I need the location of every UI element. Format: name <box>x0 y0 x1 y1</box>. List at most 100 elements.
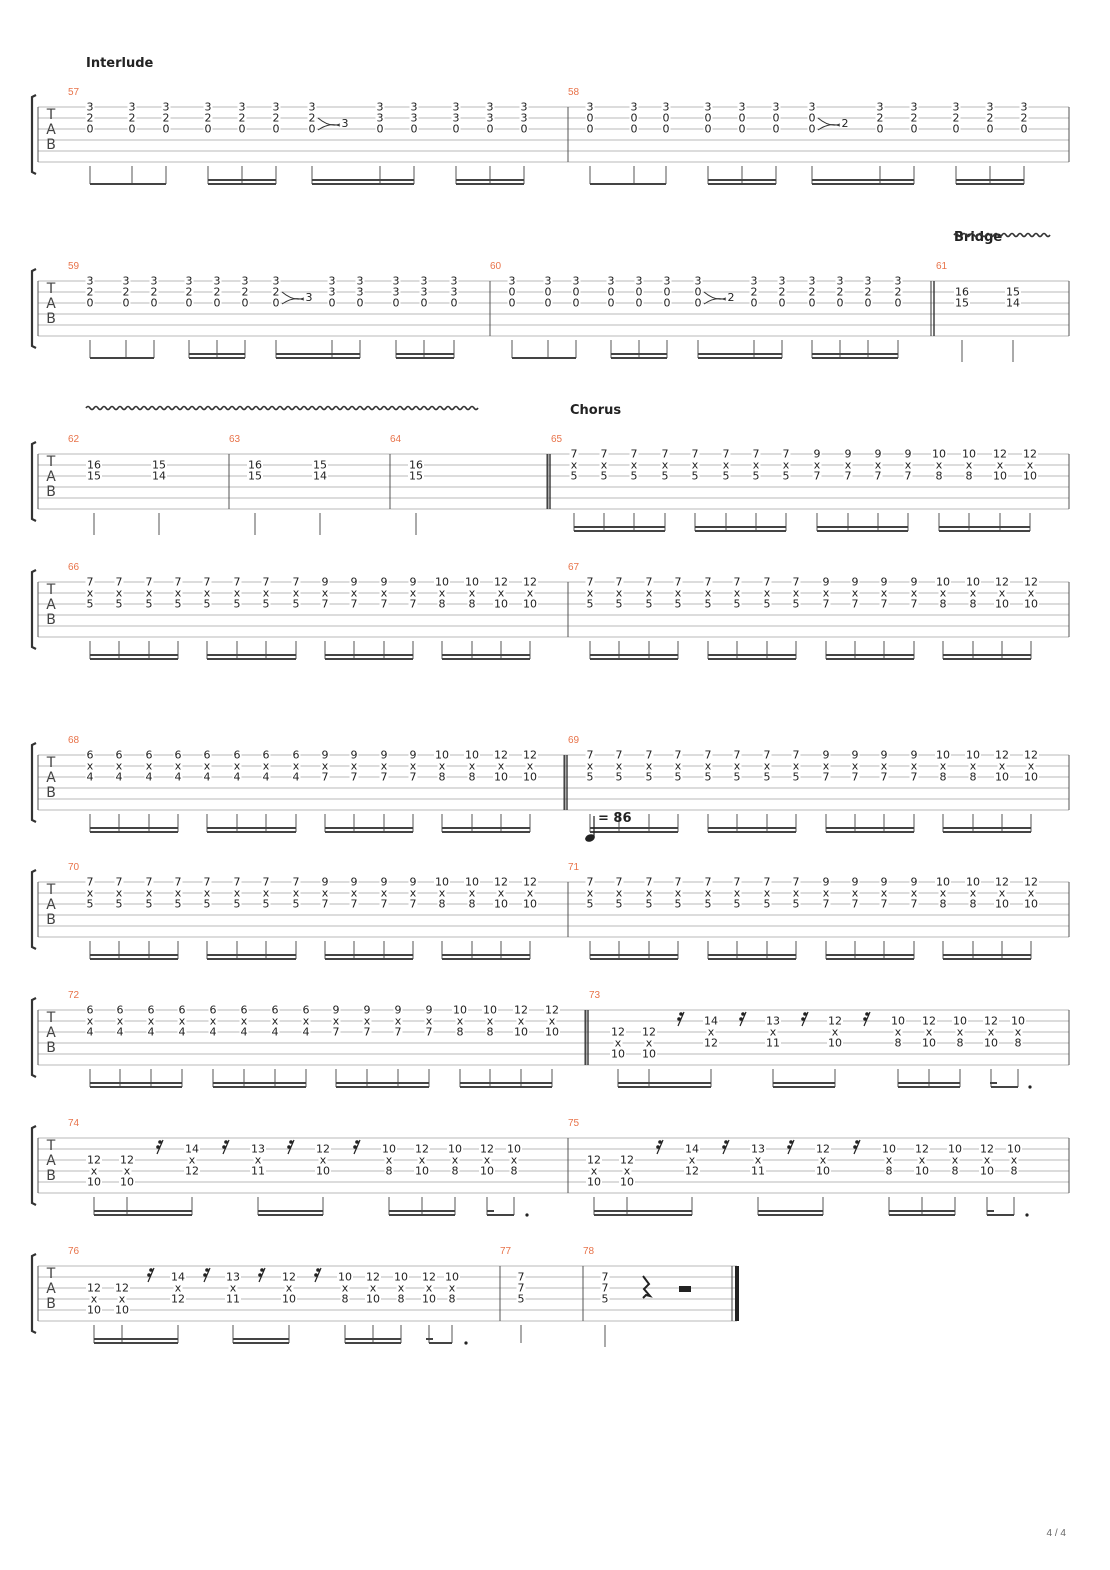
fret-number: 5 <box>646 771 653 784</box>
fret-number: 10 <box>966 749 980 762</box>
dead-note: x <box>364 1015 371 1028</box>
fret-mask <box>807 286 817 298</box>
fret-mask <box>807 275 817 287</box>
dead-note: x <box>398 1282 405 1295</box>
fret-mask <box>850 598 860 610</box>
fret-mask <box>349 749 359 761</box>
fret-mask <box>239 1015 249 1027</box>
fret-mask <box>732 587 742 599</box>
fret-mask <box>513 1026 529 1038</box>
fret-number: 3 <box>421 275 428 288</box>
fret-number: 7 <box>911 898 918 911</box>
fret-mask <box>202 898 212 910</box>
fret-number: 16 <box>87 459 101 472</box>
dead-note: x <box>705 887 712 900</box>
dead-note: x <box>793 760 800 773</box>
dead-note: x <box>591 1165 598 1178</box>
fret-mask <box>850 887 860 899</box>
fret-number: 10 <box>494 598 508 611</box>
fret-mask <box>240 286 250 298</box>
fret-number: 10 <box>995 598 1009 611</box>
fret-number: 10 <box>435 749 449 762</box>
sixteenth-rest <box>739 1011 747 1027</box>
dead-note: x <box>852 887 859 900</box>
section-label: Interlude <box>86 56 154 71</box>
fret-number: 10 <box>523 898 537 911</box>
fret-mask <box>544 1004 560 1016</box>
dead-note: x <box>410 760 417 773</box>
fret-number: 10 <box>366 1293 380 1306</box>
fret-number: 0 <box>636 286 643 299</box>
fret-mask <box>408 576 418 588</box>
fret-number: 12 <box>87 1154 101 1167</box>
dead-note: x <box>498 587 505 600</box>
sixteenth-rest <box>801 1011 809 1027</box>
dead-note: x <box>952 1154 959 1167</box>
fret-number: 2 <box>214 286 221 299</box>
fret-mask <box>873 470 883 482</box>
bar-number: 76 <box>68 1246 80 1257</box>
fret-mask <box>151 459 167 471</box>
fret-mask <box>121 297 131 309</box>
fret-mask <box>327 286 337 298</box>
fret-mask <box>544 1026 560 1038</box>
fret-number: 0 <box>393 297 400 310</box>
fret-mask <box>751 459 761 471</box>
fret-number: 0 <box>837 297 844 310</box>
fret-mask <box>408 898 418 910</box>
fret-mask <box>606 286 616 298</box>
rest-dot <box>158 1140 162 1144</box>
rest-dot <box>222 1145 226 1149</box>
fret-mask <box>762 749 772 761</box>
fret-number: 0 <box>521 123 528 136</box>
fret-mask <box>467 771 477 783</box>
fret-number: 0 <box>273 123 280 136</box>
fret-mask <box>85 123 95 135</box>
fret-mask <box>985 112 995 124</box>
fret-mask <box>408 749 418 761</box>
fret-mask <box>703 576 713 588</box>
fret-number: 3 <box>695 275 702 288</box>
fret-mask <box>434 576 450 588</box>
fret-mask <box>184 1165 200 1177</box>
duration-dot <box>1028 1085 1032 1089</box>
fret-mask <box>850 587 860 599</box>
fret-mask <box>161 112 171 124</box>
fret-number: 9 <box>911 749 918 762</box>
fret-mask <box>732 887 742 899</box>
dead-note: x <box>705 587 712 600</box>
fret-number: 2 <box>163 112 170 125</box>
dead-note: x <box>793 887 800 900</box>
fret-number: 0 <box>779 297 786 310</box>
fret-mask <box>121 286 131 298</box>
rest-dot <box>656 1145 660 1149</box>
rest-dot <box>289 1140 293 1144</box>
fret-mask <box>909 576 919 588</box>
fret-number: 0 <box>809 297 816 310</box>
fret-mask <box>610 1026 626 1038</box>
fret-number: 3 <box>411 101 418 114</box>
fret-number: 7 <box>881 771 888 784</box>
rest-dot <box>789 1140 793 1144</box>
fret-number: 0 <box>663 112 670 125</box>
fret-mask <box>349 771 359 783</box>
fret-mask <box>703 587 713 599</box>
fret-number: 3 <box>453 112 460 125</box>
fret-mask <box>951 123 961 135</box>
fret-number: 5 <box>753 470 760 483</box>
fret-number: 8 <box>940 598 947 611</box>
fret-number: 14 <box>171 1271 185 1284</box>
fret-mask <box>232 898 242 910</box>
fret-mask <box>86 1176 102 1188</box>
fret-mask <box>914 1143 930 1155</box>
tab-clef-letter: B <box>46 612 56 628</box>
fret-mask <box>965 576 981 588</box>
fret-number: 3 <box>329 275 336 288</box>
tab-clef-letter: B <box>46 1296 56 1312</box>
fret-mask <box>115 1004 125 1016</box>
dead-note: x <box>518 1015 525 1028</box>
fret-number: 9 <box>905 448 912 461</box>
fret-mask <box>114 749 124 761</box>
fret-number: 12 <box>816 1143 830 1156</box>
dead-note: x <box>351 587 358 600</box>
